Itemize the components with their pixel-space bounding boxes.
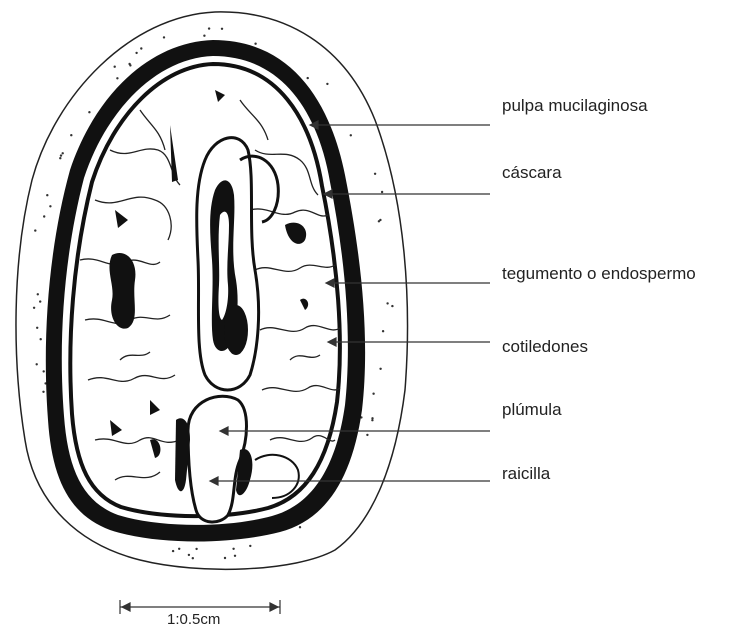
stipple-dot [46,194,48,196]
stipple-dot [33,307,35,309]
stipple-dot [42,391,44,393]
stipple-dot [203,35,205,37]
label-tegumento-o-endospermo: tegumento o endospermo [502,264,696,284]
stipple-dot [299,526,301,528]
stipple-dot [224,557,226,559]
stipple-dot [62,152,64,154]
stipple-dot [43,215,45,217]
stipple-dot [232,548,234,550]
stipple-dot [135,52,137,54]
stipple-dot [382,330,384,332]
stipple-dot [379,368,381,370]
stipple-dot [326,83,328,85]
stipple-dot [36,327,38,329]
stipple-dot [70,134,72,136]
stipple-dot [114,66,116,68]
stipple-dot [172,550,174,552]
stipple-dot [371,419,373,421]
stipple-dot [234,555,236,557]
stipple-dot [350,134,352,136]
stipple-dot [140,47,142,49]
stipple-dot [34,229,36,231]
label-pulpa-mucilaginosa: pulpa mucilaginosa [502,96,648,116]
stipple-dot [60,154,62,156]
stipple-dot [249,545,251,547]
label-raicilla: raicilla [502,464,550,484]
stipple-dot [391,305,393,307]
embryo-dark-cavity [224,305,248,355]
stipple-dot [381,191,383,193]
stipple-dot [208,27,210,29]
stipple-dot [374,173,376,175]
stipple-dot [59,157,61,159]
stipple-dot [386,302,388,304]
stipple-dot [178,548,180,550]
stipple-dot [49,205,51,207]
label-cotiledones: cotiledones [502,337,588,357]
stipple-dot [43,370,45,372]
stipple-dot [195,548,197,550]
stipple-dot [254,43,256,45]
stipple-dot [88,111,90,113]
stipple-dot [128,63,130,65]
stipple-dot [372,393,374,395]
stipple-dot [379,219,381,221]
stipple-dot [39,300,41,302]
stipple-dot [221,28,223,30]
label-cascara: cáscara [502,163,562,183]
stipple-dot [188,554,190,556]
scale-bar-label: 1:0.5cm [167,611,220,629]
stipple-dot [37,293,39,295]
stipple-dot [366,434,368,436]
stipple-dot [163,36,165,38]
stipple-dot [116,77,118,79]
stipple-dot [192,557,194,559]
stipple-dot [40,338,42,340]
label-plumula: plúmula [502,400,562,420]
stipple-dot [307,77,309,79]
stipple-dot [36,363,38,365]
